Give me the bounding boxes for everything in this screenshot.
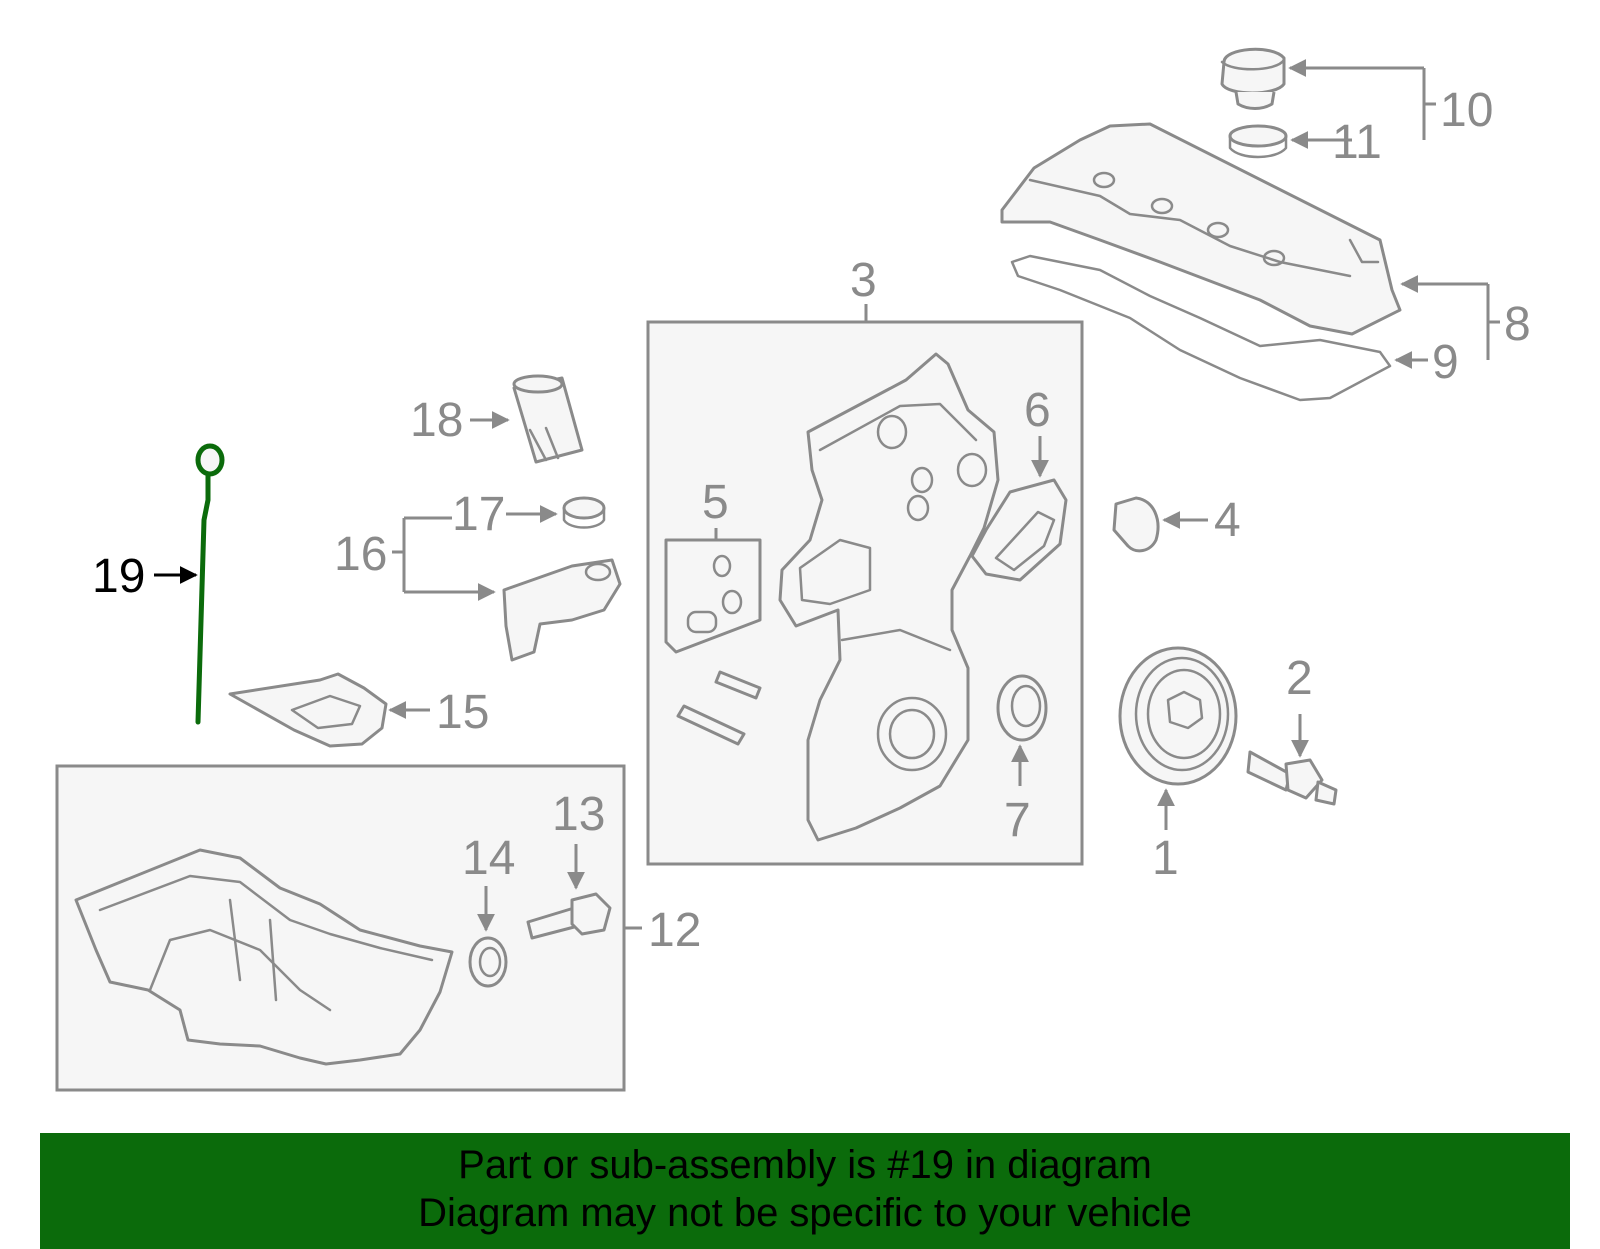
callout-labels: 1 2 3 4 5 6 7 8 9 10 11 12 13 14 15 16 1… — [92, 84, 1531, 957]
callout-8: 8 — [1504, 298, 1531, 351]
timing-chain-case — [778, 352, 1000, 842]
callout-16: 16 — [334, 528, 387, 581]
leader-lines — [154, 59, 1500, 932]
cap-seal — [1228, 124, 1288, 159]
callout-7: 7 — [1004, 794, 1031, 847]
banner-line-disclaimer: Diagram may not be specific to your vehi… — [418, 1191, 1192, 1235]
crank-oil-seal — [996, 674, 1048, 742]
callout-5: 5 — [702, 476, 729, 529]
callout-14: 14 — [462, 832, 515, 885]
timing-case-studs — [676, 670, 762, 746]
drain-bolt — [526, 892, 612, 940]
callout-2: 2 — [1286, 652, 1313, 705]
cover-plate — [970, 478, 1068, 582]
gasket-sheet — [664, 538, 762, 654]
callout-17: 17 — [452, 488, 505, 541]
oil-pan — [74, 848, 454, 1066]
callout-9: 9 — [1432, 336, 1459, 389]
mount-bushing — [562, 496, 606, 529]
callout-3: 3 — [850, 254, 877, 307]
callout-6: 6 — [1024, 384, 1051, 437]
callout-19: 19 — [92, 550, 145, 603]
banner-line-part: Part or sub-assembly is #19 in diagram — [458, 1143, 1152, 1187]
crankshaft-pulley — [1118, 646, 1238, 786]
callout-11: 11 — [1332, 116, 1382, 169]
callout-1: 1 — [1152, 832, 1179, 885]
oil-filter-housing — [502, 558, 622, 662]
info-banner: Part or sub-assembly is #19 in diagram D… — [40, 1133, 1570, 1249]
oil-filter — [512, 374, 584, 464]
callout-13: 13 — [552, 788, 605, 841]
oil-filler-cap — [1220, 47, 1286, 110]
drain-washer — [468, 936, 508, 988]
cap-plug — [1112, 496, 1160, 553]
pulley-bolt — [1246, 750, 1338, 806]
callout-10: 10 — [1440, 84, 1493, 137]
oil-baffle-plate — [228, 672, 388, 748]
callout-4: 4 — [1214, 494, 1241, 547]
callout-12: 12 — [648, 904, 701, 957]
valve-cover-gasket — [1010, 254, 1392, 402]
callout-15: 15 — [436, 686, 489, 739]
callout-18: 18 — [410, 394, 463, 447]
valve-cover — [1000, 122, 1402, 336]
oil-dipstick-highlighted[interactable] — [195, 443, 225, 725]
